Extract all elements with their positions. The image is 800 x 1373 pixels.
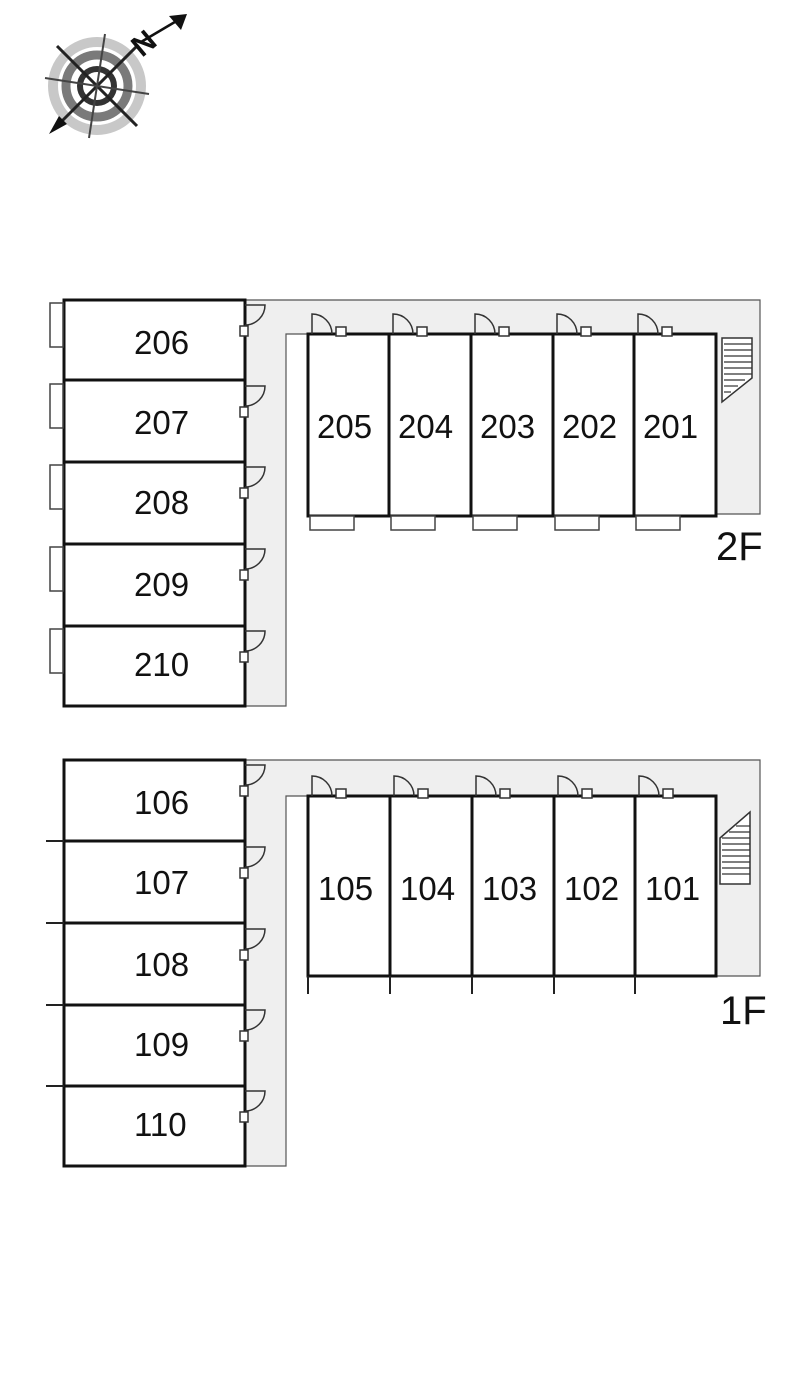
unit-105[interactable] [306, 794, 392, 978]
row-units-2f: 205 204 203 202 201 [306, 313, 718, 531]
unit-109[interactable] [62, 1003, 247, 1088]
balcony [472, 515, 518, 531]
unit-label-205: 205 [317, 408, 372, 445]
floor-label-1f: 1F [720, 989, 767, 1033]
unit-108[interactable] [62, 921, 247, 1007]
unit-207[interactable] [62, 378, 247, 464]
meter-box [335, 326, 347, 337]
door-icon [311, 313, 333, 335]
unit-label-104: 104 [400, 870, 455, 907]
balcony [49, 628, 64, 674]
door-icon [637, 313, 659, 335]
unit-label-201: 201 [643, 408, 698, 445]
door-icon [244, 1090, 266, 1112]
door-icon [244, 846, 266, 868]
door-icon [244, 928, 266, 950]
meter-box [239, 325, 249, 337]
door-icon [244, 466, 266, 488]
door-icon [244, 630, 266, 652]
door-icon [244, 764, 266, 786]
door-icon [392, 313, 414, 335]
meter-box [499, 788, 511, 799]
meter-box [239, 1111, 249, 1123]
side-units-1f: 106 107 108 109 110 [46, 758, 266, 1168]
meter-box [498, 326, 510, 337]
unit-label-202: 202 [562, 408, 617, 445]
door-icon [244, 1009, 266, 1031]
unit-label-103: 103 [482, 870, 537, 907]
unit-201[interactable] [632, 332, 718, 518]
unit-202[interactable] [551, 332, 636, 518]
meter-box [239, 867, 249, 879]
unit-label-106: 106 [134, 784, 189, 821]
meter-box [239, 406, 249, 418]
unit-label-207: 207 [134, 404, 189, 441]
meter-box [417, 788, 429, 799]
meter-box [335, 788, 347, 799]
unit-204[interactable] [387, 332, 473, 518]
meter-box [239, 1030, 249, 1042]
unit-label-107: 107 [134, 864, 189, 901]
row-units-1f: 105 104 103 102 101 [306, 775, 718, 994]
balcony [635, 515, 681, 531]
meter-box [239, 949, 249, 961]
door-icon [244, 548, 266, 570]
unit-label-209: 209 [134, 566, 189, 603]
meter-box [661, 326, 673, 337]
floor-1f: 106 107 108 109 110 [46, 758, 767, 1168]
unit-101[interactable] [633, 794, 718, 978]
meter-box [662, 788, 674, 799]
meter-box [581, 788, 593, 799]
meter-box [239, 569, 249, 581]
unit-label-105: 105 [318, 870, 373, 907]
unit-label-109: 109 [134, 1026, 189, 1063]
balcony [309, 515, 355, 531]
door-icon [557, 775, 579, 797]
door-icon [244, 304, 266, 326]
unit-label-206: 206 [134, 324, 189, 361]
unit-110[interactable] [62, 1084, 247, 1168]
meter-box [580, 326, 592, 337]
stairs-icon [721, 337, 753, 404]
unit-209[interactable] [62, 542, 247, 628]
unit-208[interactable] [62, 460, 247, 546]
balcony [390, 515, 436, 531]
balcony [49, 302, 64, 348]
unit-label-210: 210 [134, 646, 189, 683]
balcony [49, 546, 64, 592]
unit-210[interactable] [62, 624, 247, 708]
unit-label-102: 102 [564, 870, 619, 907]
side-units-2f: 206 207 208 209 210 [49, 298, 266, 708]
meter-box [239, 651, 249, 663]
floor-2f: 206 207 208 209 210 [49, 298, 763, 708]
door-icon [638, 775, 660, 797]
meter-box [239, 785, 249, 797]
meter-box [416, 326, 428, 337]
door-icon [474, 313, 496, 335]
unit-label-110: 110 [134, 1106, 187, 1143]
unit-label-203: 203 [480, 408, 535, 445]
floor-label-2f: 2F [716, 525, 763, 569]
door-icon [393, 775, 415, 797]
unit-104[interactable] [388, 794, 474, 978]
door-icon [244, 385, 266, 407]
balcony [49, 383, 64, 429]
balcony [554, 515, 600, 531]
balcony [49, 464, 64, 510]
unit-106[interactable] [62, 758, 247, 843]
unit-label-204: 204 [398, 408, 453, 445]
compass-rose-icon [44, 14, 187, 139]
unit-label-208: 208 [134, 484, 189, 521]
door-icon [475, 775, 497, 797]
meter-box [239, 487, 249, 499]
stairs-icon [719, 810, 751, 885]
unit-107[interactable] [62, 839, 247, 925]
unit-label-101: 101 [645, 870, 700, 907]
door-icon [556, 313, 578, 335]
door-icon [311, 775, 333, 797]
unit-label-108: 108 [134, 946, 189, 983]
